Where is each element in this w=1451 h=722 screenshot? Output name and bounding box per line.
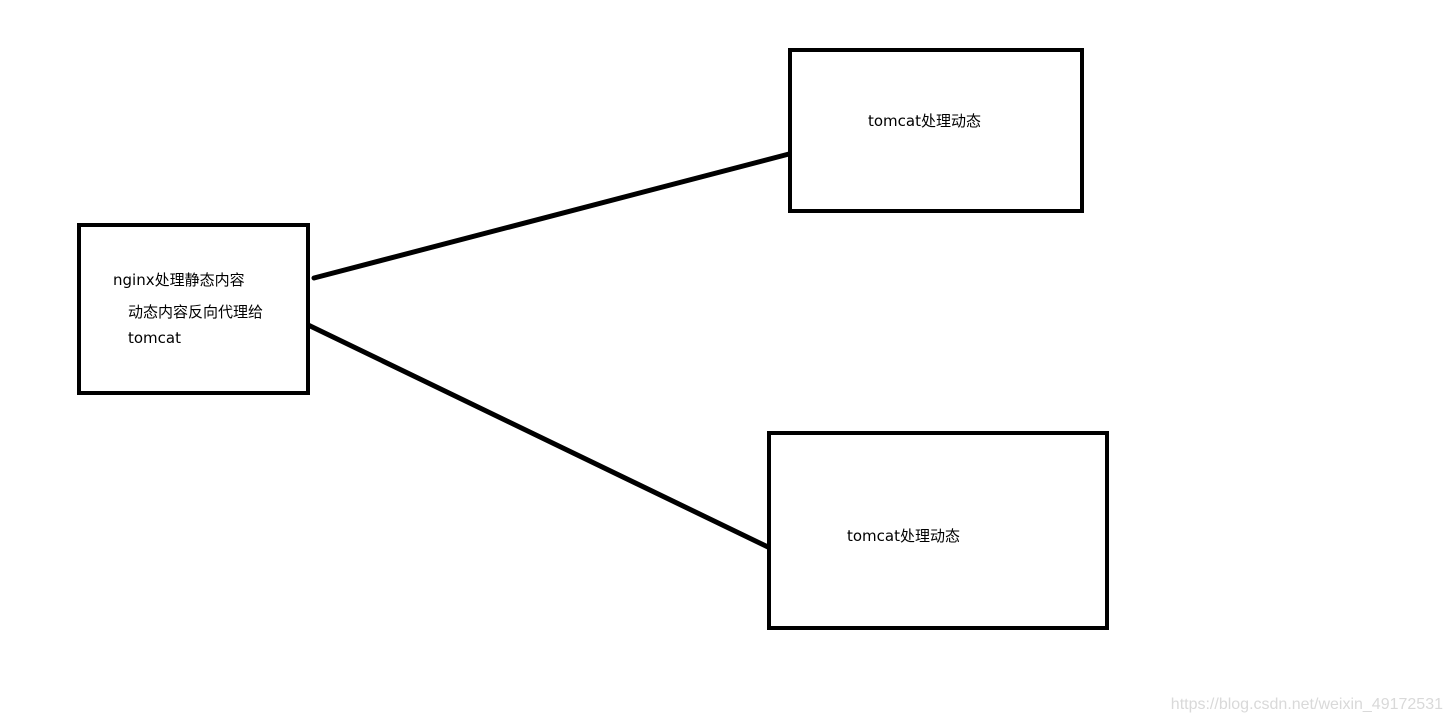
edge-nginx-to-tomcat-bottom xyxy=(301,320,773,551)
edge-nginx-to-tomcat-top xyxy=(311,151,792,281)
tomcat-top-box xyxy=(788,48,1084,213)
nginx-label-line1: nginx处理静态内容 xyxy=(113,271,245,289)
nginx-label-line2: 动态内容反向代理给 xyxy=(128,303,264,321)
tomcat-bottom-box xyxy=(767,431,1109,630)
tomcat-bottom-label: tomcat处理动态 xyxy=(847,527,960,545)
nginx-label-line3: tomcat xyxy=(128,329,181,347)
nginx-box xyxy=(77,223,310,395)
watermark: https://blog.csdn.net/weixin_49172531 xyxy=(1170,696,1443,713)
tomcat-top-label: tomcat处理动态 xyxy=(868,112,981,130)
